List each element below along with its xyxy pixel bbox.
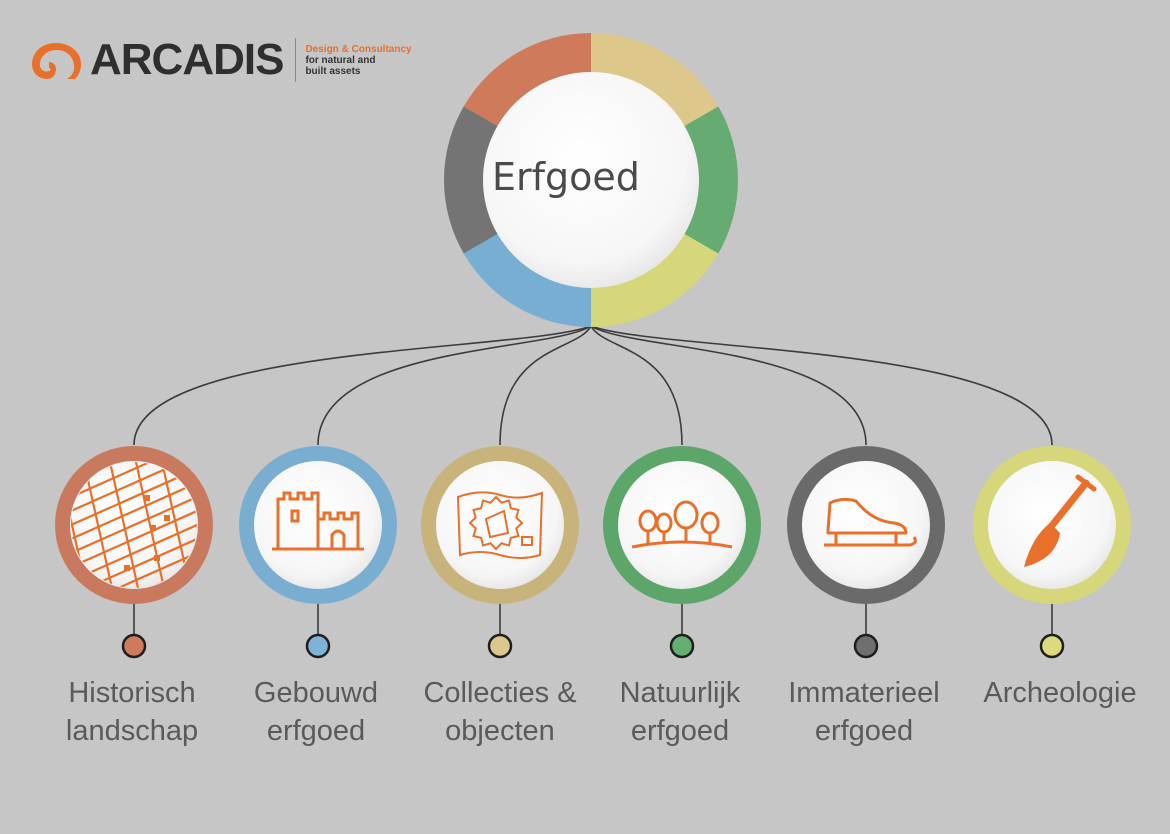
- category-node-2: [239, 446, 397, 659]
- logo-separator: [295, 38, 297, 82]
- category-label-natuurlijk-erfgoed: Natuurlijk erfgoed: [590, 674, 770, 750]
- logo-tagline: Design & Consultancy for natural and bui…: [305, 44, 411, 77]
- category-label-line-1: Archeologie: [983, 677, 1137, 709]
- category-node-5: [787, 446, 945, 659]
- ring-segment-orange: [463, 33, 591, 128]
- category-label-line-1: Immaterieel: [788, 677, 940, 709]
- hub-label: Erfgoed: [492, 155, 640, 199]
- category-label-line-2: erfgoed: [630, 715, 730, 747]
- connector-line: [133, 325, 592, 446]
- category-nodes: [55, 446, 1131, 659]
- connector-line: [317, 325, 592, 446]
- node-dot: [1039, 633, 1065, 659]
- node-dot: [669, 633, 695, 659]
- trees-icon: [631, 500, 733, 549]
- node-dot: [487, 633, 513, 659]
- ring-segment-sand: [591, 33, 719, 128]
- shovel-icon: [1024, 474, 1097, 567]
- category-label-gebouwd-erfgoed: Gebouwd erfgoed: [226, 674, 406, 750]
- category-label-archeologie: Archeologie: [970, 674, 1150, 712]
- node-disc: [618, 461, 746, 589]
- category-label-line-1: Natuurlijk: [619, 677, 741, 709]
- hub-ring: [444, 33, 738, 327]
- arcadis-logo: ARCADIS Design & Consultancy for natural…: [30, 38, 412, 82]
- category-node-1: [55, 446, 213, 659]
- ice-skate-icon: [824, 497, 917, 547]
- ring-segment-green: [681, 106, 738, 254]
- historic-map-icon: [456, 491, 544, 559]
- connector-line: [590, 325, 683, 446]
- category-label-line-1: Collecties &: [423, 677, 577, 709]
- logo-tagline-line-2: for natural and: [305, 54, 376, 66]
- logo-tagline-line-1: Design & Consultancy: [305, 43, 412, 55]
- category-label-line-1: Gebouwd: [253, 677, 379, 709]
- connectors: [133, 325, 1053, 446]
- logo-tagline-line-3: built assets: [305, 65, 361, 77]
- node-dot: [853, 633, 879, 659]
- connector-line: [590, 325, 1053, 446]
- hub-center: [483, 72, 699, 288]
- category-node-3: [421, 446, 579, 659]
- category-label-line-2: landschap: [65, 715, 199, 747]
- category-label-line-2: objecten: [445, 715, 555, 747]
- connector-line: [499, 325, 592, 446]
- ring-segment-blue: [463, 232, 591, 327]
- category-label-immaterieel-erfgoed: Immaterieel erfgoed: [774, 674, 954, 750]
- category-node-4: [603, 446, 761, 659]
- connector-line: [590, 325, 867, 446]
- arcadis-logo-icon: [32, 43, 81, 79]
- category-label-line-1: Historisch: [68, 677, 196, 709]
- ring-segment-gray: [444, 106, 501, 254]
- castle-icon: [272, 491, 364, 551]
- logo-brand-text: ARCADIS: [90, 35, 284, 84]
- category-label-collecties-objecten: Collecties & objecten: [410, 674, 590, 750]
- ring-segment-yellow: [591, 232, 719, 327]
- node-dot: [305, 633, 331, 659]
- category-node-6: [973, 446, 1131, 659]
- node-disc: [802, 461, 930, 589]
- category-label-line-2: erfgoed: [266, 715, 366, 747]
- node-disc: [436, 461, 564, 589]
- node-dot: [121, 633, 147, 659]
- category-label-historisch-landschap: Historisch landschap: [42, 674, 222, 750]
- category-label-line-2: erfgoed: [814, 715, 914, 747]
